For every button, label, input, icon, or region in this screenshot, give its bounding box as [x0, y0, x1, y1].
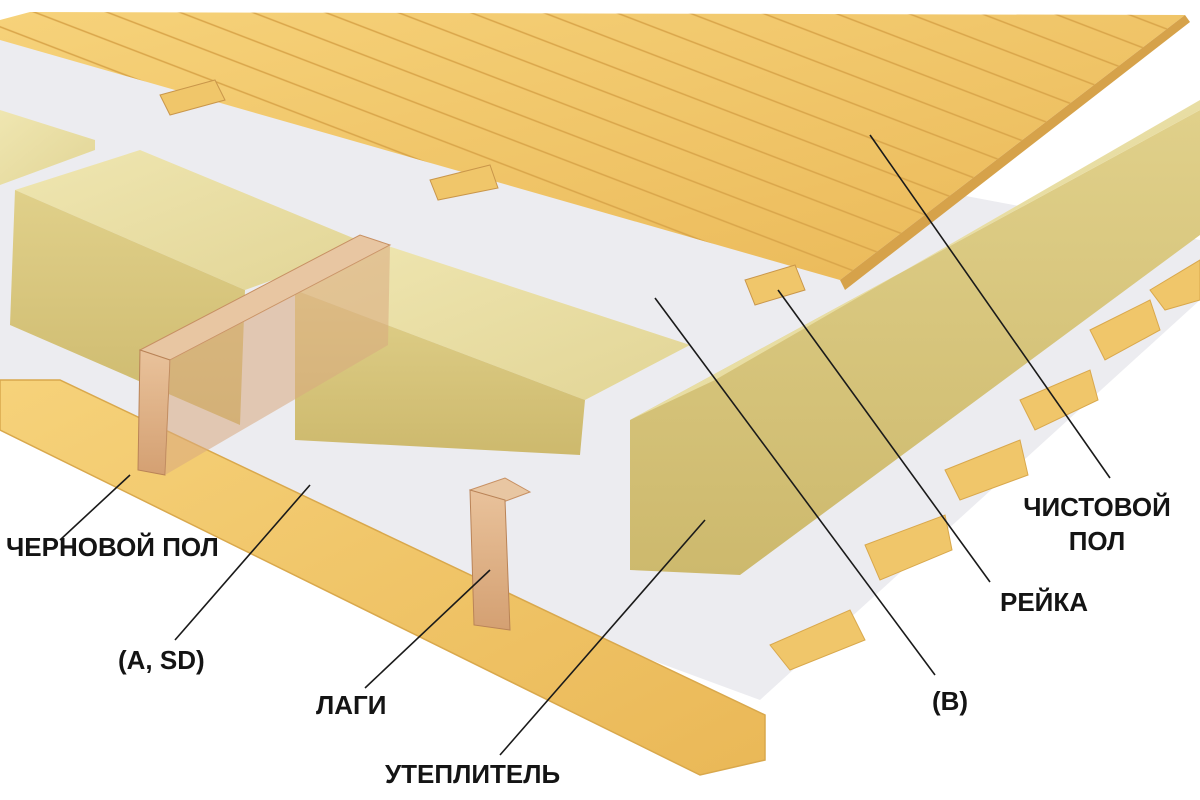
leader-line-membrane-b — [654, 297, 936, 676]
label-membrane-a: (A, SD) — [118, 645, 205, 675]
subfloor-board-front — [0, 379, 766, 776]
label-subfloor: ЧЕРНОВОЙ ПОЛ — [6, 532, 219, 562]
leader-line-finish-floor — [869, 134, 1111, 479]
battens — [159, 79, 806, 306]
label-membrane-b: (В) — [932, 686, 969, 716]
leader-line-batten — [777, 289, 991, 583]
subfloor-boards-right — [769, 259, 1200, 671]
label-finish-floor-line2: ПОЛ — [1068, 526, 1126, 556]
label-finish-floor: ЧИСТОВОЙ ПОЛ — [1012, 490, 1182, 558]
label-batten: РЕЙКА — [1000, 587, 1089, 617]
leader-line-joists — [364, 569, 491, 689]
leader-line-insulation — [499, 519, 706, 756]
insulation-block-back-left — [0, 110, 95, 185]
joist-left — [137, 234, 392, 476]
label-insulation: УТЕПЛИТЕЛЬ — [385, 759, 561, 789]
joist-middle — [468, 477, 532, 631]
leader-line-subfloor — [59, 474, 131, 541]
label-finish-floor-line1: ЧИСТОВОЙ — [1023, 492, 1171, 522]
finish-floor-planks — [0, 12, 1190, 290]
label-joists: ЛАГИ — [316, 690, 387, 720]
leader-lines — [59, 134, 1111, 756]
insulation-block-right — [630, 100, 1200, 575]
leader-line-membrane-a — [174, 484, 311, 641]
